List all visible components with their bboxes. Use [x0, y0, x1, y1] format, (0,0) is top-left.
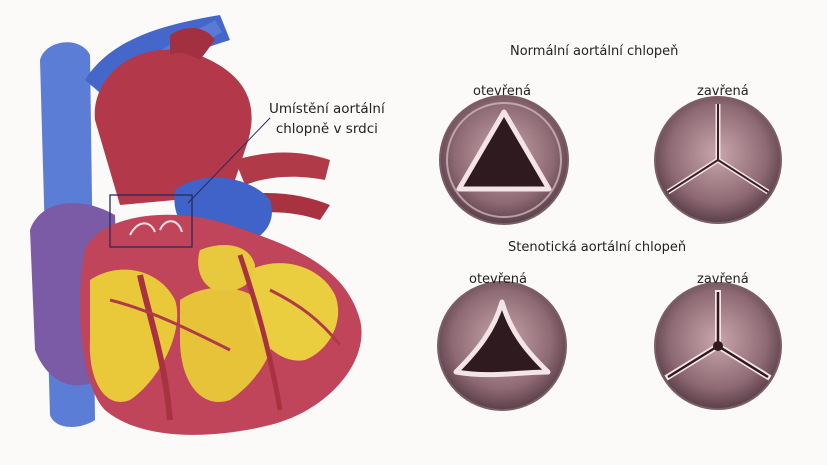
stenotic-closed-label: zavřená: [697, 272, 749, 287]
stenotic-valve-heading: Stenotická aortální chlopeň: [508, 240, 686, 255]
valve-location-callout: Umístění aortální chlopně v srdci: [269, 99, 385, 139]
valve-normal-open: [440, 96, 568, 224]
normal-closed-label: zavřená: [697, 84, 749, 99]
normal-valve-heading: Normální aortální chlopeň: [510, 44, 678, 59]
callout-text-line1: Umístění aortální: [269, 99, 385, 119]
valve-normal-closed: [655, 97, 781, 223]
valve-stenotic-open: [438, 282, 566, 410]
callout-text-line2: chlopně v srdci: [269, 119, 385, 139]
valve-stenotic-closed: [655, 283, 781, 409]
pulmonary-veins-right: [235, 153, 330, 186]
stenotic-open-label: otevřená: [469, 272, 527, 287]
normal-open-label: otevřená: [473, 84, 531, 99]
